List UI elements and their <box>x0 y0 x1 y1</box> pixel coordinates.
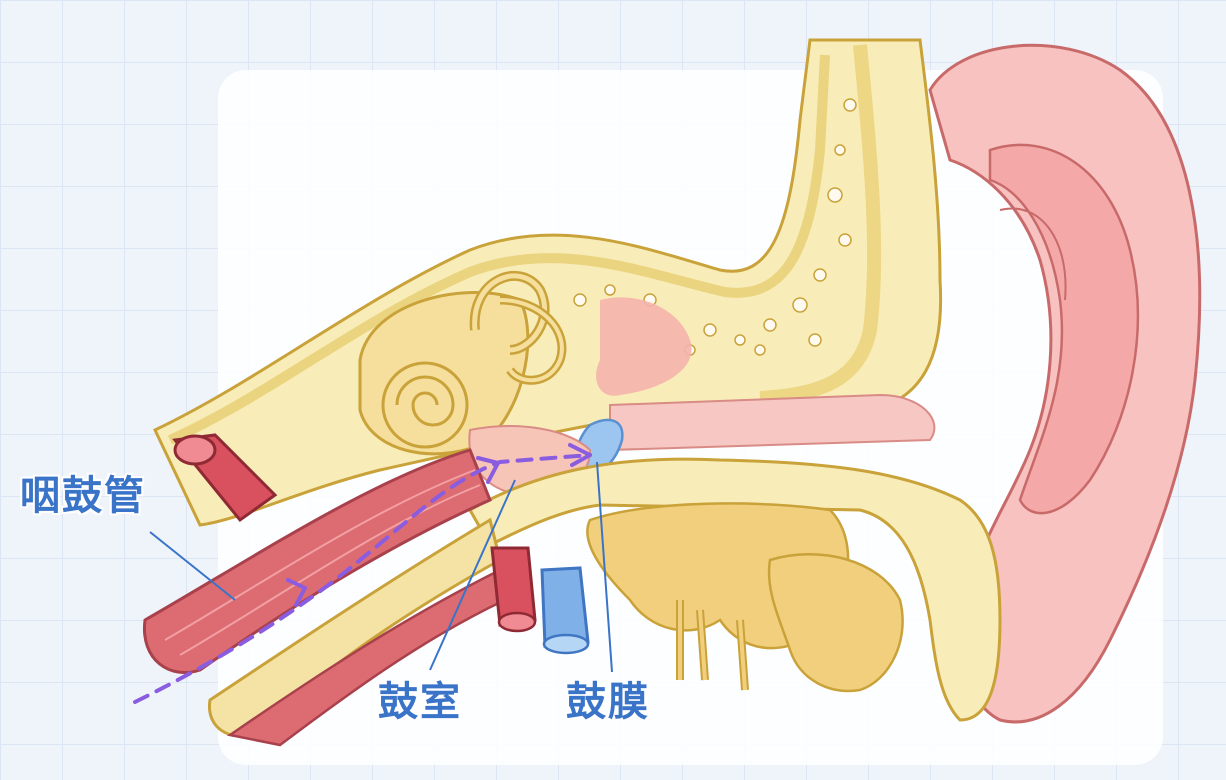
airflow-arrow <box>133 453 592 704</box>
tympanic-cavity-label: 鼓室 <box>378 679 462 725</box>
ear-canal <box>609 393 936 452</box>
arrow-heads <box>286 443 592 607</box>
eardrum-label: 鼓膜 <box>566 679 650 725</box>
auricle <box>928 43 1202 724</box>
lower-bone <box>467 457 1002 722</box>
inner-ear <box>358 270 567 456</box>
blood-vessels <box>172 433 590 655</box>
muscle-bundle <box>142 448 507 747</box>
inner-tissue <box>596 297 692 396</box>
eustachian-tube-label: 咽鼓管 <box>20 473 146 519</box>
leader-lines <box>149 461 613 673</box>
